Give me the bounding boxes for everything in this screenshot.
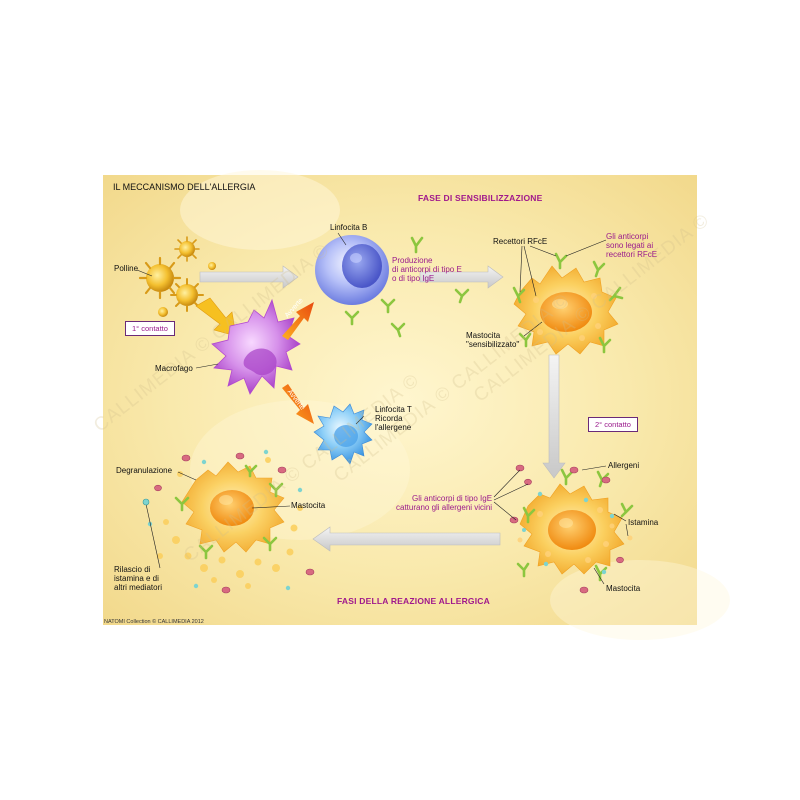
- label-linfocita-t: Linfocita T Ricorda l'allergene: [375, 405, 412, 432]
- label-degranulazione: Degranulazione: [116, 466, 173, 475]
- label-mastocita-right: Mastocita: [606, 584, 641, 593]
- sensitized-mast-cell: [512, 252, 624, 355]
- arrow-sensitization-to-reaction: [542, 354, 566, 479]
- label-mastocita-left: Mastocita: [291, 501, 326, 510]
- credit-line: NATOMI Collection © CALLIMEDIA 2012: [104, 619, 204, 625]
- label-recettori: Recettori RFcE: [493, 237, 548, 246]
- label-linfocita-b: Linfocita B: [330, 223, 368, 232]
- macrophage: [211, 298, 301, 395]
- label-anticorpi-catturano: Gli anticorpi di tipo IgE catturano gli …: [396, 494, 493, 512]
- pollen-to-macrophage-arrow: [195, 297, 237, 337]
- label-produzione: Produzione di anticorpi di tipo E o di t…: [392, 256, 462, 283]
- pollen-grains: [138, 236, 216, 317]
- phase-sensitization: FASE DI SENSIBILIZZAZIONE: [418, 193, 543, 203]
- arrow-linfocita-to-mastocita: [419, 265, 504, 289]
- activation-arrow-to-b: [282, 302, 314, 340]
- activation-arrow-to-t: [282, 384, 314, 424]
- label-allergeni: Allergeni: [608, 461, 640, 470]
- arrow-reaction-to-degranulation: [312, 526, 501, 552]
- t-lymphocyte: [313, 403, 373, 465]
- label-rilascio: Rilascio di istamina e di altri mediator…: [114, 565, 163, 592]
- reacting-mast-cell: [509, 464, 634, 594]
- label-istamina: Istamina: [628, 518, 659, 527]
- label-macrofago: Macrofago: [155, 364, 193, 373]
- arrow-polline-to-linfocita: [199, 265, 299, 289]
- leader-lines: [136, 232, 629, 585]
- antibodies-b: [344, 236, 470, 338]
- istamina-marker: [142, 498, 150, 506]
- label-anticorpi-legati: Gli anticorpi sono legati ai recettori R…: [606, 232, 658, 259]
- label-polline: Polline: [114, 264, 139, 273]
- b-lymphocyte: [315, 235, 389, 305]
- first-contact-badge: 1° contatto: [125, 321, 175, 336]
- phase-reaction: FASI DELLA REAZIONE ALLERGICA: [337, 596, 490, 606]
- second-contact-badge: 2° contatto: [588, 417, 638, 432]
- diagram-title: IL MECCANISMO DELL'ALLERGIA: [113, 182, 256, 192]
- label-mastocita-sensibilizzato: Mastocita "sensibilizzato": [466, 331, 520, 349]
